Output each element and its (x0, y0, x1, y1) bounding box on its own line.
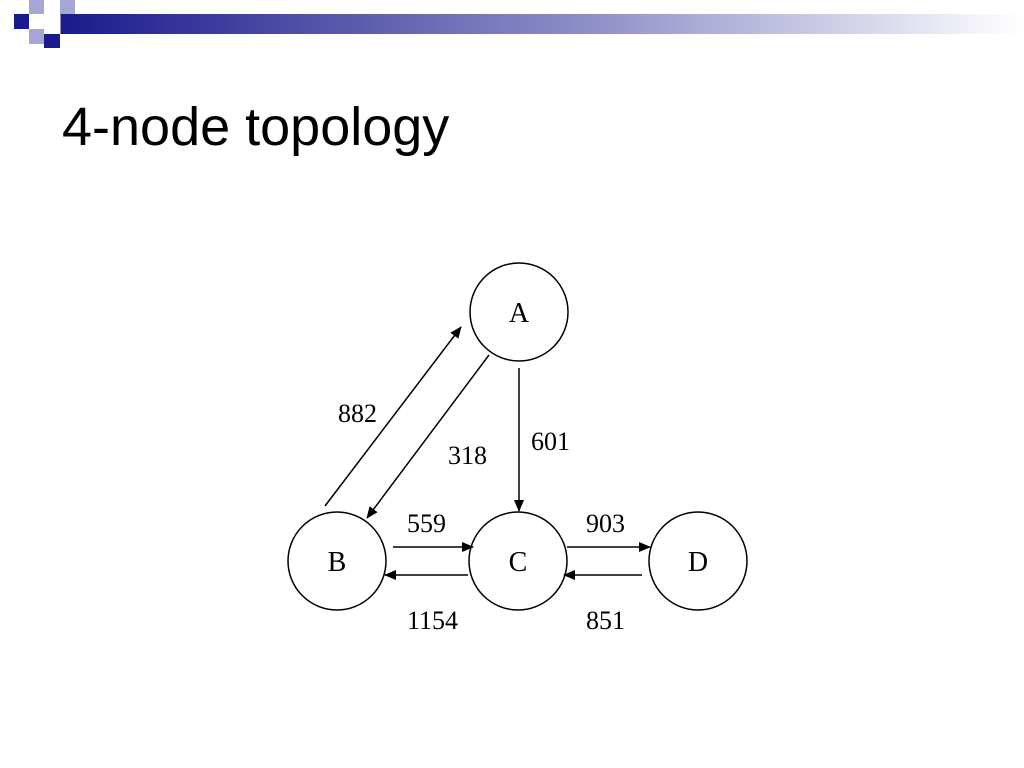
node-c-circle (468, 511, 568, 611)
node-c-label: C (509, 547, 528, 578)
edge-label-a-b: 318 (448, 441, 487, 470)
node-b-circle (287, 511, 387, 611)
node-d-label: D (688, 547, 708, 578)
edge-label-a-c: 601 (531, 427, 570, 456)
header-square (29, 0, 44, 14)
edge-label-c-b: 1154 (407, 606, 458, 635)
header-square (29, 29, 44, 44)
header-gradient-bar (60, 14, 1024, 34)
header-square (14, 14, 29, 29)
node-d-circle (648, 511, 748, 611)
node-a: A (469, 262, 569, 362)
slide-title: 4-node topology (62, 97, 450, 157)
node-c: C (468, 511, 568, 611)
node-b-label: B (328, 547, 347, 578)
header-square (60, 0, 75, 14)
node-b: B (287, 511, 387, 611)
node-a-label: A (509, 298, 530, 329)
edge-label-c-d: 903 (586, 509, 625, 538)
edge-label-b-c: 559 (407, 509, 446, 538)
edge-label-d-c: 851 (586, 606, 625, 635)
node-d: D (648, 511, 748, 611)
header-decoration (14, 0, 1024, 48)
edge-a-to-b (366, 354, 490, 519)
node-a-circle (469, 262, 569, 362)
edge-b-to-a (324, 326, 462, 507)
edge-label-b-a: 882 (338, 399, 377, 428)
header-square (44, 34, 60, 48)
